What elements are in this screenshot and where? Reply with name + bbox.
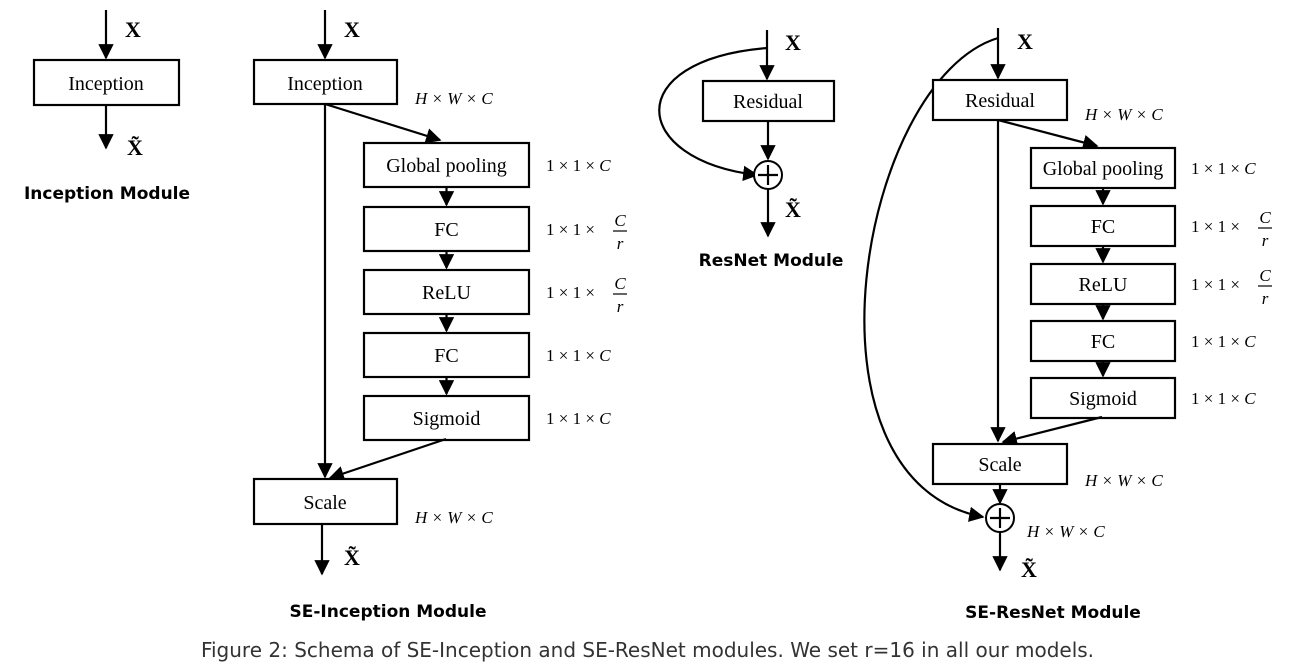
se-inception-relu-label: ReLU bbox=[422, 282, 471, 304]
se-resnet-main-dim: H × W × C bbox=[1084, 105, 1163, 124]
se-inception-relu-block bbox=[362, 268, 531, 316]
resnet-module-title: ResNet Module bbox=[699, 251, 844, 271]
se-resnet-dim-den-3: r bbox=[1262, 289, 1269, 308]
se-resnet-dim-2: 1 × 1 × bbox=[1191, 217, 1240, 236]
se-inception-scale-dim: H × W × C bbox=[414, 508, 493, 527]
input-label: X bbox=[1017, 29, 1033, 54]
se-resnet-fc-label: FC bbox=[1091, 216, 1115, 238]
se-inception-sigmoid-label: Sigmoid bbox=[413, 408, 481, 430]
se-inception-fc-label: FC bbox=[434, 345, 458, 367]
se-resnet-global-pooling-label: Global pooling bbox=[1043, 158, 1164, 180]
se-inception-module: X Inception H × W × C Global pooling 1 × … bbox=[252, 10, 627, 622]
se-inception-dim-num-3: C bbox=[614, 274, 626, 293]
output-label: X̃ bbox=[785, 197, 801, 222]
se-inception-dim-den-3: r bbox=[617, 297, 624, 316]
inception-module: X Inception X̃ Inception Module bbox=[24, 10, 190, 204]
se-resnet-sigmoid-block bbox=[1029, 376, 1177, 420]
se-resnet-dim-3: 1 × 1 × bbox=[1191, 275, 1240, 294]
se-resnet-scale-label: Scale bbox=[978, 454, 1021, 476]
se-resnet-scale-dim: H × W × C bbox=[1084, 471, 1163, 490]
se-resnet-main-block-label: Residual bbox=[965, 90, 1035, 112]
se-resnet-dim-1: 1 × 1 × C bbox=[1191, 159, 1256, 178]
se-resnet-dim-num-3: C bbox=[1259, 266, 1271, 285]
figure-caption: Figure 2: Schema of SE-Inception and SE-… bbox=[200, 638, 1095, 662]
se-module-diagram: X Inception X̃ Inception Module X Incept… bbox=[24, 10, 1272, 623]
se-resnet-dim-5: 1 × 1 × C bbox=[1191, 389, 1256, 408]
input-label: X bbox=[785, 30, 801, 55]
se-inception-dim-3: 1 × 1 × bbox=[546, 283, 595, 302]
se-inception-module-title: SE-Inception Module bbox=[290, 602, 487, 622]
se-resnet-dim-num-2: C bbox=[1259, 208, 1271, 227]
output-label: X̃ bbox=[344, 545, 360, 570]
input-label: X bbox=[125, 17, 141, 42]
se-resnet-relu-block bbox=[1029, 262, 1177, 306]
se-resnet-sigmoid-label: Sigmoid bbox=[1069, 388, 1137, 410]
output-label: X̃ bbox=[1021, 557, 1037, 582]
se-resnet-dim-den-2: r bbox=[1262, 231, 1269, 250]
se-resnet-sum-dim: H × W × C bbox=[1026, 522, 1105, 541]
se-resnet-fc-label: FC bbox=[1091, 331, 1115, 353]
se-resnet-global-pooling-block bbox=[1029, 146, 1177, 190]
se-resnet-fc-block bbox=[1029, 204, 1177, 248]
inception-block-label: Inception bbox=[68, 73, 144, 95]
se-inception-scale-label: Scale bbox=[303, 492, 346, 514]
se-inception-dim-4: 1 × 1 × C bbox=[546, 346, 611, 365]
output-label: X̃ bbox=[127, 135, 143, 160]
input-label: X bbox=[344, 17, 360, 42]
resnet-residual-label: Residual bbox=[733, 91, 803, 113]
se-resnet-module-title: SE-ResNet Module bbox=[965, 603, 1141, 623]
se-inception-dim-den-2: r bbox=[617, 234, 624, 253]
resnet-module: X Residual X̃ ResNet Module bbox=[658, 30, 844, 271]
inception-module-title: Inception Module bbox=[24, 184, 190, 204]
se-inception-dim-2: 1 × 1 × bbox=[546, 220, 595, 239]
se-resnet-fc-block bbox=[1029, 319, 1177, 363]
se-inception-dim-5: 1 × 1 × C bbox=[546, 409, 611, 428]
se-inception-fc-block bbox=[362, 205, 531, 253]
se-inception-fc-label: FC bbox=[434, 219, 458, 241]
se-resnet-dim-4: 1 × 1 × C bbox=[1191, 332, 1256, 351]
se-resnet-sum-node bbox=[985, 503, 1015, 533]
se-inception-main-block bbox=[252, 58, 399, 106]
se-inception-main-block-label: Inception bbox=[287, 73, 363, 95]
se-resnet-module: X Residual H × W × C Global pooling 1 × 1… bbox=[863, 28, 1272, 623]
se-inception-scale-block bbox=[252, 477, 399, 526]
se-inception-dim-num-2: C bbox=[614, 211, 626, 230]
se-inception-global-pooling-label: Global pooling bbox=[386, 155, 507, 177]
resnet-sum-node bbox=[753, 160, 783, 190]
se-resnet-relu-label: ReLU bbox=[1079, 274, 1128, 296]
se-inception-main-dim: H × W × C bbox=[414, 89, 493, 108]
se-inception-global-pooling-block bbox=[362, 141, 531, 189]
resnet-residual-block bbox=[701, 79, 836, 123]
se-inception-sigmoid-block bbox=[362, 394, 531, 442]
se-inception-dim-1: 1 × 1 × C bbox=[546, 156, 611, 175]
